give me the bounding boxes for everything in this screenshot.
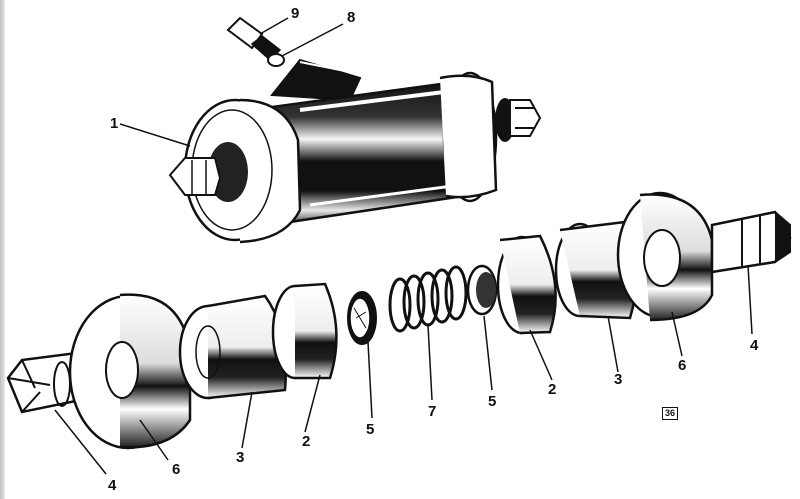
mounting-flange — [270, 58, 362, 102]
figure-reference-number: 36 — [662, 407, 679, 420]
piston-left — [178, 294, 288, 400]
right-end-cap — [439, 71, 542, 203]
callout-6-right: 6 — [678, 357, 687, 374]
callout-2-right: 2 — [548, 381, 557, 398]
dust-boot-left — [68, 293, 192, 450]
spring-seat-right — [466, 264, 498, 316]
bleed-nipple — [226, 16, 285, 67]
dust-boot-right — [616, 191, 714, 322]
spring-seat-left — [347, 291, 377, 345]
callout-4-right: 4 — [750, 337, 759, 354]
callout-4-left: 4 — [108, 477, 117, 494]
callout-5-left: 5 — [366, 421, 375, 438]
leader-lines — [54, 17, 753, 475]
callout-9-top: 9 — [291, 5, 300, 22]
callout-7: 7 — [428, 403, 437, 420]
callout-3-left: 3 — [236, 449, 245, 466]
callout-2-left: 2 — [302, 433, 311, 450]
callout-6-left: 6 — [172, 461, 181, 478]
page-edge-shadow — [0, 0, 5, 499]
seal-cup-right — [496, 234, 557, 335]
left-end-cap — [168, 98, 302, 244]
callout-8-top: 8 — [347, 9, 356, 26]
callout-3-right: 3 — [614, 371, 623, 388]
return-spring — [388, 265, 468, 333]
assembled-wheel-cylinder — [168, 16, 542, 244]
callout-1: 1 — [110, 115, 119, 132]
seal-cup-left — [271, 282, 338, 380]
push-rod-right — [710, 210, 792, 274]
callout-5-right: 5 — [488, 393, 497, 410]
